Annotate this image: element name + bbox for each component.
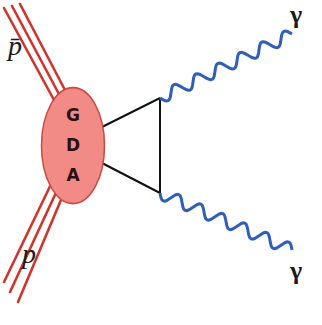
proton-lines bbox=[4, 178, 66, 302]
particle-label: p̄ bbox=[8, 30, 22, 62]
node-label: GDA bbox=[65, 101, 82, 190]
quark-box-lines bbox=[100, 98, 160, 193]
antiproton-lines bbox=[4, 4, 66, 100]
photon-label: γ bbox=[290, 256, 302, 286]
photon-wave bbox=[160, 31, 292, 101]
photon-label: γ bbox=[290, 0, 302, 30]
gda-blob: GDA bbox=[40, 86, 106, 205]
photon-wave bbox=[160, 193, 292, 250]
particle-label: p bbox=[22, 238, 36, 270]
